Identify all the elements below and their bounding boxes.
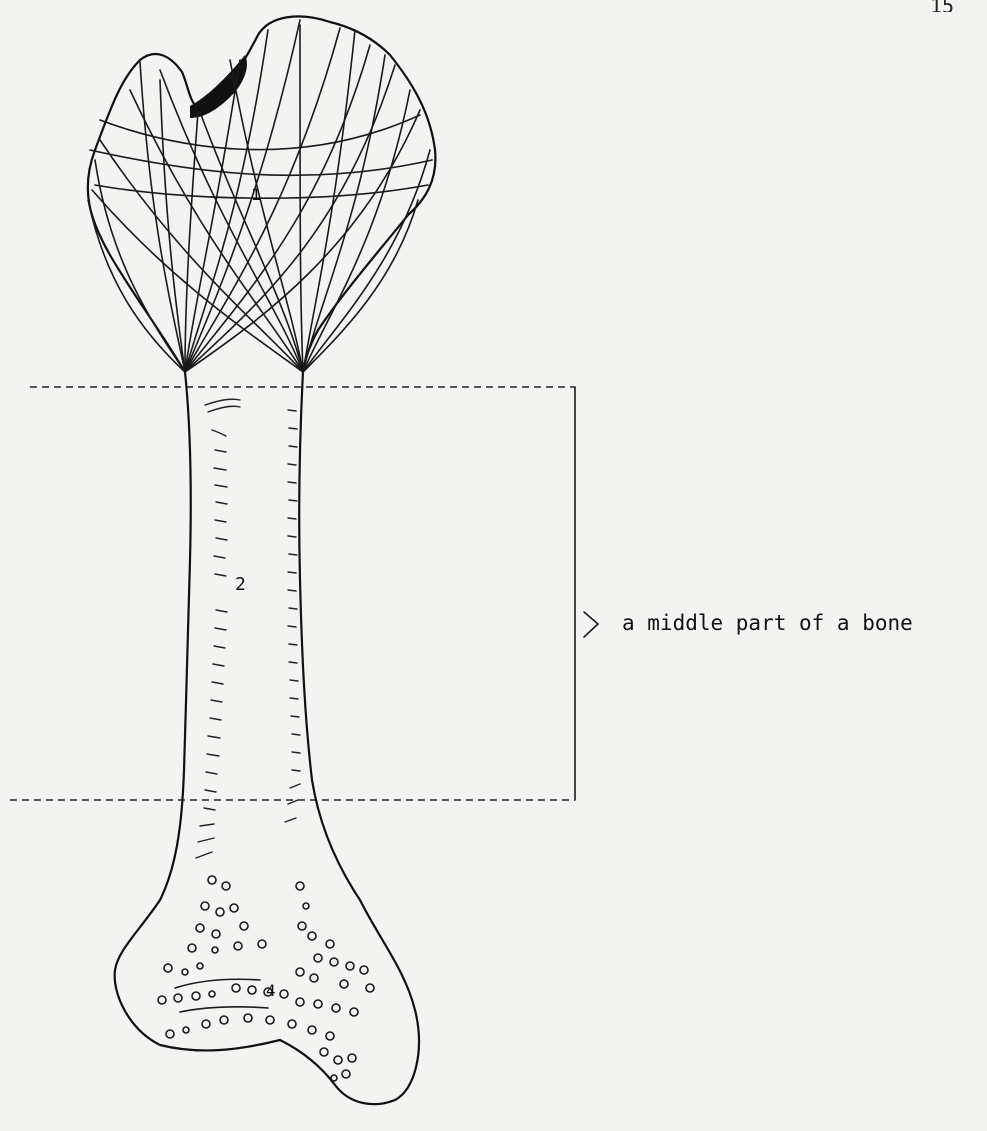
shaft-right-edge [280,372,419,1104]
notch-shadow [190,55,247,118]
shaft-left-edge [115,372,280,1050]
label-metaphysis: 4 [266,981,276,1000]
label-epiphysis: 1 [251,185,261,204]
middle-part-annotation: a middle part of a bone [622,611,913,635]
curly-brace [584,612,598,637]
canal-hatching [196,399,300,858]
label-shaft: 2 [235,574,246,595]
